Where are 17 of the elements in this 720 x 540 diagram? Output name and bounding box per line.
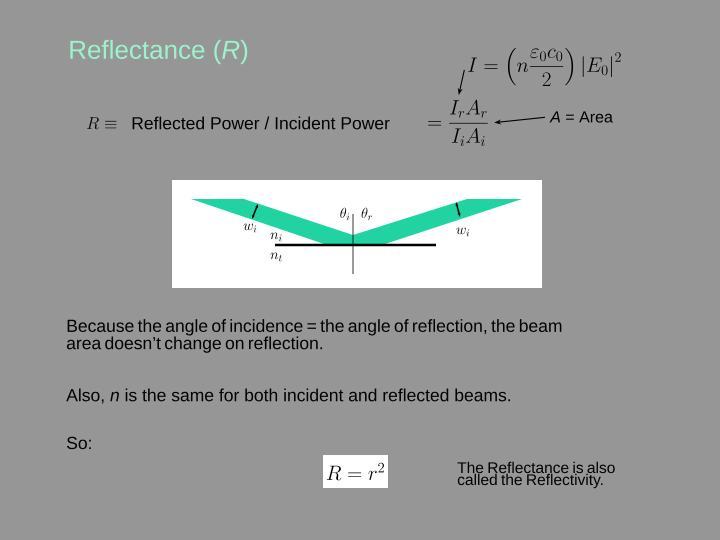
body-text: So: [67, 436, 91, 450]
symbol: $n_t$ [270, 252, 282, 262]
ratio-formula: $= \frac{I_r A_r}{I_i A_i}$ [428, 100, 488, 146]
body-text: Because the angle of incidence = the angle of reflection, the beam area doesn’t change on reflection. [66, 319, 562, 353]
symbol: $\theta_i$ [340, 208, 350, 220]
symbol: $w_i$ [244, 224, 256, 232]
heading: Reflectance (R) [70, 40, 248, 64]
body-text: Also, n is the same for both incident and reflected beams. [66, 388, 510, 404]
intensity-formula: $I = \left(n\frac{\varepsilon_0 c_0}{2}\right)\left|E_0\right|^2$ [468, 48, 621, 86]
definition-text: Reflected Power / Incident Power [132, 116, 390, 130]
symbol: $n_i$ [270, 232, 282, 242]
note-text: The Reflectance is also called the Reflectivity. [458, 462, 615, 488]
result-formula: $R = r^2$ [323, 454, 388, 488]
area-note: A = Area [549, 111, 613, 123]
symbol: $w_i$ [456, 228, 469, 236]
symbol: $\theta_r$ [362, 208, 372, 220]
symbol: $R \equiv$ [87, 117, 116, 130]
